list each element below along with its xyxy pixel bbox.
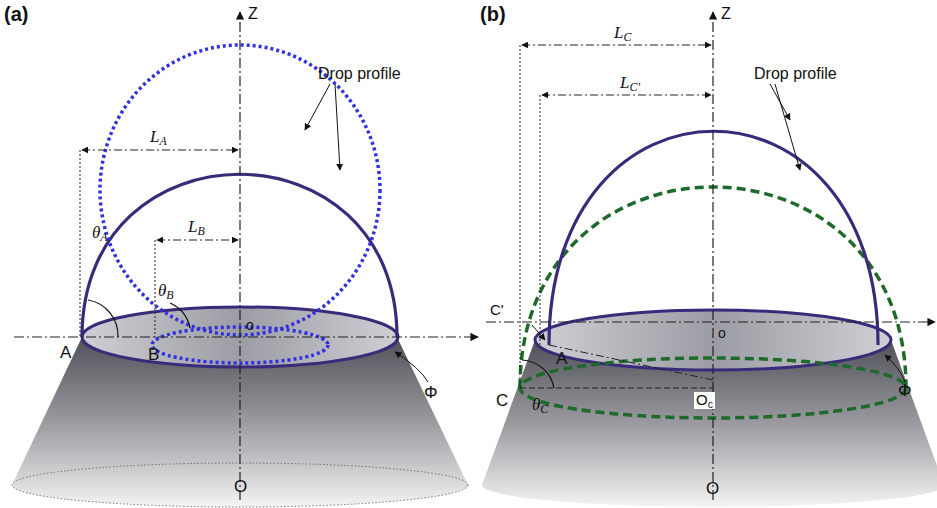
callout-label: Drop profile bbox=[754, 66, 837, 82]
dimension-label: LC bbox=[612, 24, 633, 44]
point-label: C' bbox=[490, 302, 504, 317]
angle-label: Φ bbox=[424, 384, 438, 401]
axis-origin-label: O bbox=[706, 480, 719, 497]
callout-label: Drop profile bbox=[318, 66, 401, 82]
center-label: o bbox=[718, 326, 726, 340]
angle-label: Φ bbox=[898, 382, 912, 399]
angle-label: θA bbox=[92, 224, 108, 244]
dimension-label: LC' bbox=[618, 74, 642, 94]
angle-label: θC bbox=[532, 396, 548, 416]
point-label: C bbox=[496, 392, 508, 409]
axis-origin-label: O bbox=[234, 478, 247, 495]
panel-label: (a) bbox=[4, 4, 28, 24]
point-label: A bbox=[556, 350, 567, 367]
center-label: o bbox=[246, 318, 254, 332]
dimension-label: LB bbox=[186, 218, 207, 238]
point-label: A bbox=[60, 344, 71, 361]
dimension-label: LA bbox=[148, 128, 169, 148]
panel-label: (b) bbox=[480, 4, 506, 24]
angle-label: θB bbox=[158, 282, 174, 302]
axis-label: Z bbox=[248, 6, 258, 22]
point-label: B bbox=[148, 346, 159, 363]
axis-label: Z bbox=[721, 6, 731, 22]
center-label: Oc bbox=[694, 392, 715, 409]
